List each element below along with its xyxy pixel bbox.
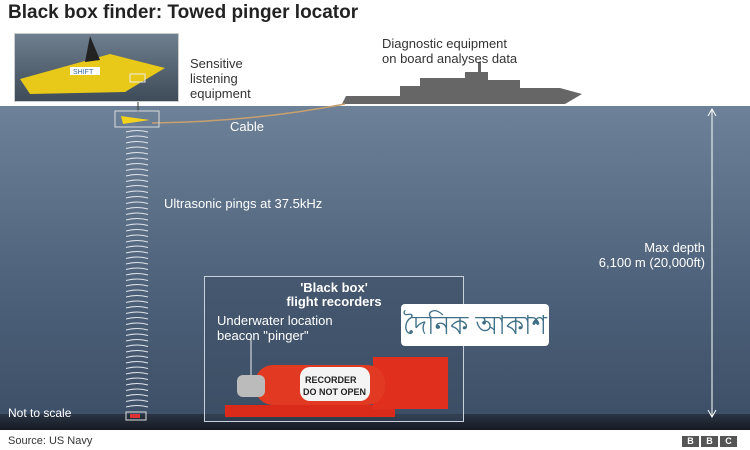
max-depth-label: Max depth 6,100 m (20,000ft)	[575, 240, 705, 270]
ping-arc	[125, 317, 149, 320]
ping-arc	[125, 223, 149, 226]
svg-text:DO NOT OPEN: DO NOT OPEN	[303, 387, 366, 397]
ping-arc	[125, 141, 149, 144]
label-line: beacon "pinger"	[217, 328, 309, 343]
ping-arc	[125, 289, 149, 292]
label-line: flight recorders	[286, 294, 382, 309]
label-line: 6,100 m (20,000ft)	[598, 255, 705, 270]
ping-arc	[125, 130, 149, 133]
ping-arc	[125, 311, 149, 314]
pings-label: Ultrasonic pings at 37.5kHz	[164, 196, 323, 211]
ping-arc	[125, 212, 149, 215]
ping-arc	[125, 190, 149, 193]
ping-arc	[125, 284, 149, 287]
logo-letter: C	[720, 436, 737, 447]
ping-arc	[125, 168, 149, 171]
ping-arc	[125, 333, 149, 336]
flight-recorder-image: RECORDER DO NOT OPEN	[225, 339, 448, 417]
ping-arc	[125, 394, 149, 397]
ping-arc	[125, 251, 149, 254]
label-line: 'Black box'	[300, 280, 368, 295]
ping-arc	[125, 135, 149, 138]
label-line: Underwater location	[217, 313, 333, 328]
label-line: Diagnostic equipment	[382, 36, 508, 51]
ping-arc	[125, 174, 149, 177]
ping-arc	[125, 245, 149, 248]
towfish-photo: SHIFT	[14, 33, 179, 102]
seabed	[0, 414, 750, 430]
cable-label: Cable	[230, 119, 264, 134]
ping-arc	[125, 339, 149, 342]
diagnostic-label: Diagnostic equipment on board analyses d…	[382, 36, 517, 66]
ping-arc	[125, 377, 149, 380]
ping-arc	[125, 399, 149, 402]
ping-arc	[125, 355, 149, 358]
ping-arc	[125, 262, 149, 265]
ping-arc	[125, 179, 149, 182]
label-line: listening	[190, 71, 238, 86]
label-line: Sensitive	[190, 56, 243, 71]
ping-arc	[125, 267, 149, 270]
ping-arc	[125, 152, 149, 155]
ping-arc	[125, 234, 149, 237]
ping-arc	[125, 350, 149, 353]
ping-arc	[125, 207, 149, 210]
ping-arc	[125, 218, 149, 221]
watermark-logo: দৈনিক আকাশ	[401, 304, 549, 346]
ping-arc	[125, 229, 149, 232]
ping-arc	[125, 388, 149, 391]
ping-arc	[125, 366, 149, 369]
ping-arc	[125, 185, 149, 188]
logo-letter: B	[682, 436, 699, 447]
infographic-title: Black box finder: Towed pinger locator	[8, 2, 359, 23]
black-box-heading: 'Black box' flight recorders	[205, 281, 463, 309]
ping-arc	[125, 295, 149, 298]
ping-arc	[125, 300, 149, 303]
ultrasonic-pings	[125, 130, 149, 408]
label-line: Max depth	[644, 240, 705, 255]
towfish-icon	[121, 116, 150, 124]
pinger-seabed-icon	[125, 411, 147, 421]
ping-arc	[125, 240, 149, 243]
beacon-label: Underwater location beacon "pinger"	[217, 313, 463, 343]
ping-arc	[125, 405, 149, 408]
bbc-logo: B B C	[682, 436, 737, 447]
label-line: equipment	[190, 86, 251, 101]
ping-arc	[125, 278, 149, 281]
ping-arc	[125, 361, 149, 364]
ping-arc	[125, 201, 149, 204]
svg-text:SHIFT: SHIFT	[73, 69, 94, 76]
towfish-image: SHIFT	[20, 36, 165, 94]
not-to-scale-label: Not to scale	[8, 406, 72, 420]
logo-letter: B	[701, 436, 718, 447]
ship-silhouette	[342, 62, 582, 104]
ping-arc	[125, 146, 149, 149]
cable	[151, 103, 346, 124]
ping-arc	[125, 322, 149, 325]
sensitive-equipment-label: Sensitive listening equipment	[190, 56, 251, 101]
ping-arc	[125, 372, 149, 375]
black-box-panel: 'Black box' flight recorders Underwater …	[204, 276, 464, 422]
ping-arc	[125, 383, 149, 386]
ping-arc	[125, 196, 149, 199]
svg-text:RECORDER: RECORDER	[305, 375, 357, 385]
towfish-highlight	[114, 110, 160, 128]
ping-arc	[125, 344, 149, 347]
source-credit: Source: US Navy	[8, 435, 93, 447]
ping-arc	[125, 157, 149, 160]
ping-arc	[125, 273, 149, 276]
ping-arc	[125, 163, 149, 166]
ping-arc	[125, 306, 149, 309]
ping-arc	[125, 256, 149, 259]
ping-arc	[125, 328, 149, 331]
label-line: on board analyses data	[382, 51, 518, 66]
